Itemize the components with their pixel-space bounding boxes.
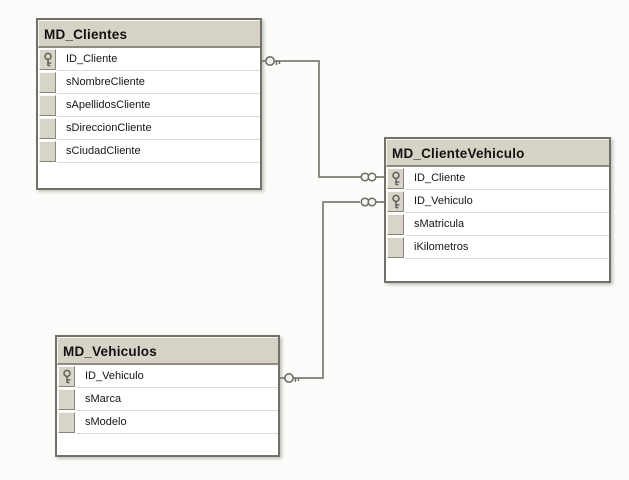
field-name: sNombreCliente xyxy=(57,71,260,94)
field-name: ID_Vehiculo xyxy=(405,190,609,213)
row-selector[interactable] xyxy=(58,412,75,433)
table-row[interactable]: sCiudadCliente xyxy=(38,140,260,163)
table-header[interactable]: MD_Vehiculos xyxy=(57,337,278,365)
field-name: sMarca xyxy=(76,388,278,411)
table-row[interactable]: sMatricula xyxy=(386,213,609,236)
field-name: sModelo xyxy=(76,411,278,434)
field-name: sMatricula xyxy=(405,213,609,236)
field-name: ID_Cliente xyxy=(405,167,609,190)
row-selector[interactable] xyxy=(39,141,56,162)
row-selector[interactable] xyxy=(39,95,56,116)
primary-key-icon xyxy=(391,194,400,209)
field-name: ID_Vehiculo xyxy=(76,365,278,388)
table-row[interactable]: sDireccionCliente xyxy=(38,117,260,140)
field-name: sDireccionCliente xyxy=(57,117,260,140)
primary-key-icon xyxy=(391,171,400,186)
field-name: sCiudadCliente xyxy=(57,140,260,163)
primary-key-icon xyxy=(43,52,52,67)
infinity-icon[interactable] xyxy=(360,196,386,208)
row-selector[interactable] xyxy=(387,237,404,258)
row-selector-primary-key[interactable] xyxy=(387,168,404,189)
field-name: ID_Cliente xyxy=(57,48,260,71)
field-name: iKilometros xyxy=(405,236,609,259)
row-selector-primary-key[interactable] xyxy=(58,366,75,387)
relationship-line[interactable] xyxy=(324,201,360,203)
table-header[interactable]: MD_Clientes xyxy=(38,20,260,48)
table-row[interactable]: ID_Cliente xyxy=(386,167,609,190)
relationship-line[interactable] xyxy=(318,176,362,178)
row-selector[interactable] xyxy=(387,214,404,235)
row-selector[interactable] xyxy=(39,118,56,139)
table-header[interactable]: MD_ClienteVehiculo xyxy=(386,139,609,167)
relationship-line[interactable] xyxy=(322,201,324,379)
table-row[interactable]: sApellidosCliente xyxy=(38,94,260,117)
field-name: sApellidosCliente xyxy=(57,94,260,117)
key-icon[interactable] xyxy=(281,370,307,386)
table-row[interactable]: sNombreCliente xyxy=(38,71,260,94)
table-row[interactable]: sModelo xyxy=(57,411,278,434)
row-selector[interactable] xyxy=(58,389,75,410)
row-selector-primary-key[interactable] xyxy=(387,191,404,212)
row-selector[interactable] xyxy=(39,72,56,93)
row-selector-primary-key[interactable] xyxy=(39,49,56,70)
infinity-icon[interactable] xyxy=(360,171,386,183)
table-row[interactable]: ID_Vehiculo xyxy=(57,365,278,388)
table-row[interactable]: iKilometros xyxy=(386,236,609,259)
relationship-line[interactable] xyxy=(318,60,320,178)
relationship-line[interactable] xyxy=(262,60,318,62)
primary-key-icon xyxy=(62,369,71,384)
table-row[interactable]: ID_Cliente xyxy=(38,48,260,71)
key-icon[interactable] xyxy=(262,53,288,69)
table-row[interactable]: ID_Vehiculo xyxy=(386,190,609,213)
table-row[interactable]: sMarca xyxy=(57,388,278,411)
